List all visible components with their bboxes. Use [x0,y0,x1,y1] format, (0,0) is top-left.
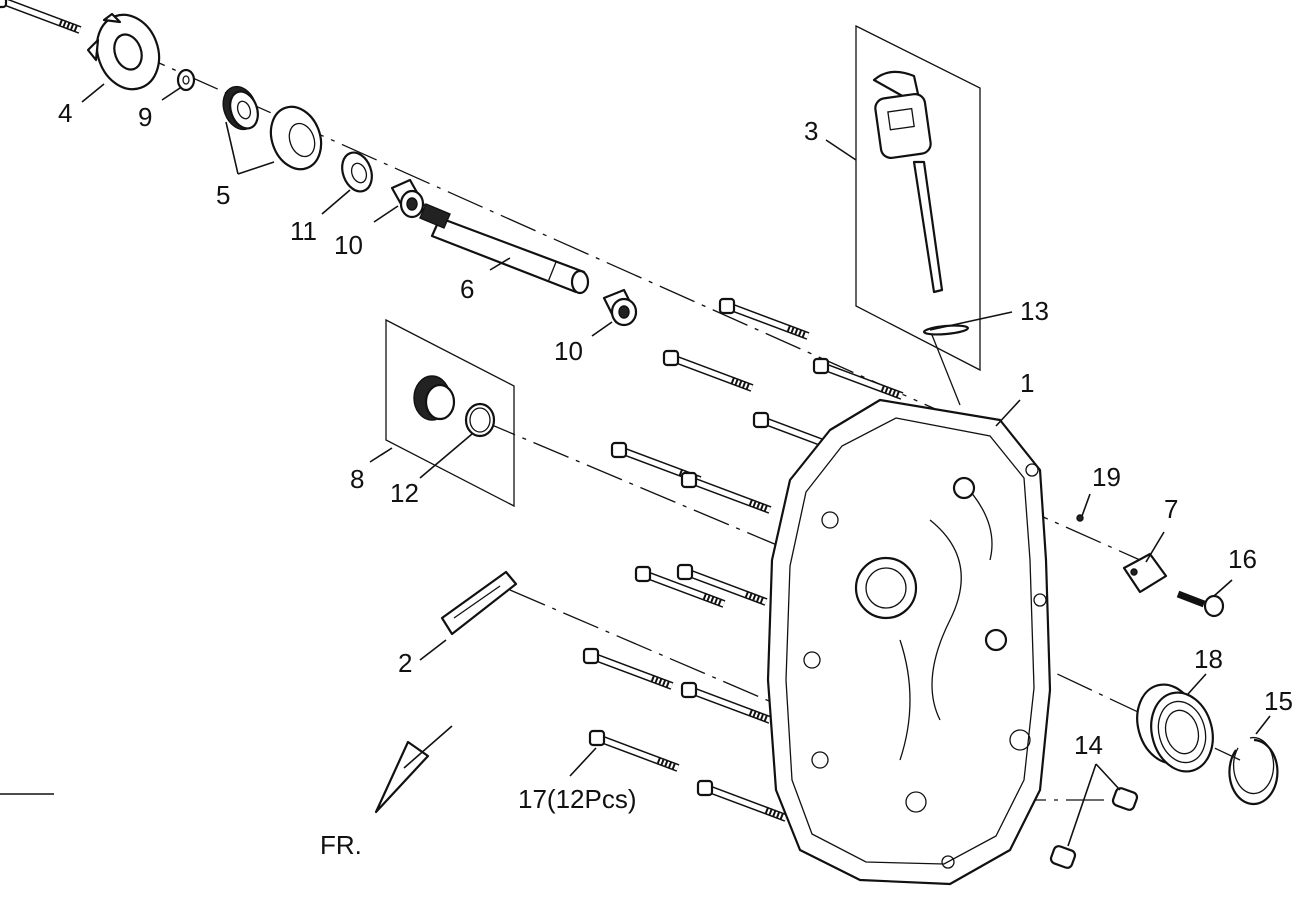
callout-15: 15 [1264,686,1293,716]
callout-13: 13 [1020,296,1049,326]
part-10-bushing-lower [602,288,638,327]
part-8-plug-group [385,318,515,508]
part-14-dowels [1049,787,1139,869]
callout-16: 16 [1228,544,1257,574]
callout-11: 11 [290,216,317,246]
callout-9: 9 [138,102,152,132]
part-5-seals [222,85,323,171]
callout-10-upper: 10 [334,230,363,260]
callout-17: 17(12Pcs) [518,784,637,814]
part-17-bolts [0,0,902,818]
part-19-pin [1076,514,1084,522]
callout-10-lower: 10 [554,336,583,366]
callout-3: 3 [804,116,818,146]
part-4-cap [86,12,161,91]
part-2-bracket [440,570,518,636]
callout-2: 2 [398,648,412,678]
callout-12: 12 [390,478,419,508]
callout-8: 8 [350,464,364,494]
callout-14: 14 [1074,730,1103,760]
part-18-bearing [1136,683,1214,773]
callout-4: 4 [58,98,72,128]
callout-labels: 4 9 5 11 10 6 10 3 13 1 19 7 16 18 15 14… [58,98,1293,860]
callout-5: 5 [216,180,230,210]
leader-lines [81,83,1271,847]
part-7-clamp [1122,552,1168,594]
callout-18: 18 [1194,644,1223,674]
callout-6: 6 [460,274,474,304]
part-11-bearing [341,151,373,193]
part-15-circlip [1228,736,1279,806]
callout-1: 1 [1020,368,1034,398]
part-3-dipstick-group [855,24,981,372]
callout-19: 19 [1092,462,1121,492]
direction-label: FR. [320,830,362,860]
part-6-shaft [419,203,590,295]
front-direction-arrow-icon [374,725,453,814]
part-1-case-cover [766,398,1052,886]
callout-7: 7 [1164,494,1178,524]
part-10-bushing-upper [390,178,426,219]
part-9-washer [176,68,196,92]
part-16-bolt [1176,590,1225,618]
